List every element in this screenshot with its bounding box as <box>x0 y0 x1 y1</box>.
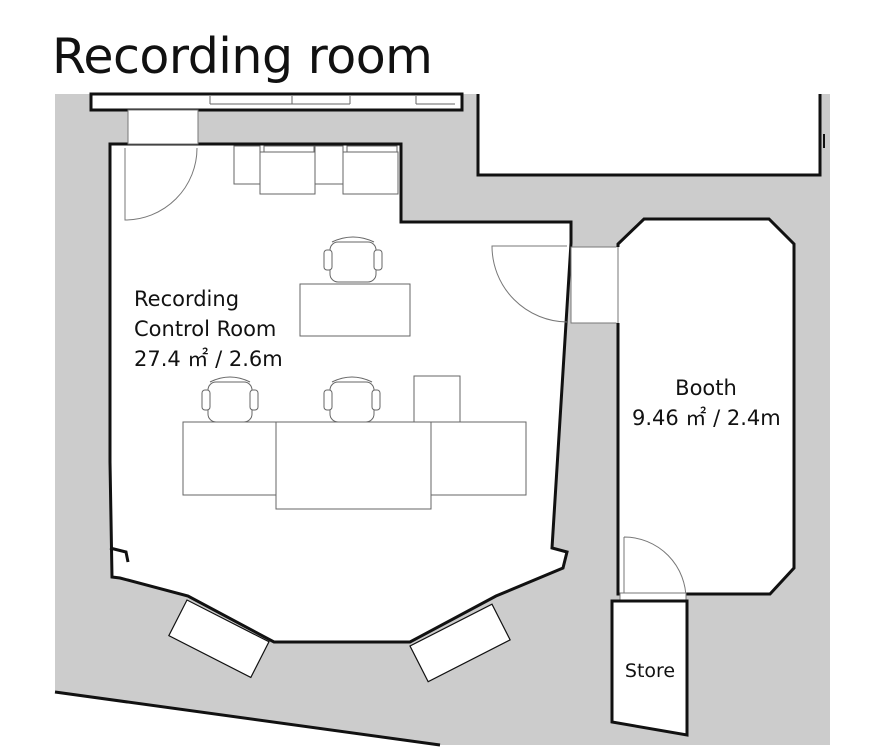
engineer-chair-left <box>201 376 259 423</box>
engineer-chair-center <box>323 376 381 423</box>
equipment-racks <box>233 145 399 195</box>
console-desk <box>182 375 527 510</box>
exterior-edge <box>54 690 441 747</box>
adjacent-room-fixtures <box>209 96 455 105</box>
adjacent-room-top-left <box>89 92 464 112</box>
page-title: Recording room <box>52 28 433 85</box>
booth-label: Booth 9.46 ㎡ / 2.4m <box>632 373 781 433</box>
door-swing-top <box>124 147 198 221</box>
control-room-specs: 27.4 ㎡ / 2.6m <box>134 347 283 371</box>
control-room-name-line1: Recording <box>134 287 240 311</box>
control-room-notch-left <box>109 546 130 563</box>
store-room <box>610 599 689 737</box>
door-swing-booth <box>491 245 568 323</box>
control-room-label: Recording Control Room 27.4 ㎡ / 2.6m <box>134 284 283 374</box>
adjacent-room-top-right <box>476 94 822 177</box>
producer-chair <box>323 236 383 283</box>
control-room-name-line2: Control Room <box>134 317 277 341</box>
speaker-left <box>168 599 270 679</box>
booth-passage <box>570 246 620 324</box>
speaker-right <box>409 603 511 683</box>
store-label: Store <box>612 656 688 686</box>
doorway-top <box>127 109 199 145</box>
booth-name: Booth <box>675 376 737 400</box>
store-name: Store <box>624 660 676 682</box>
booth-specs: 9.46 ㎡ / 2.4m <box>632 406 781 430</box>
producer-desk <box>299 283 411 337</box>
